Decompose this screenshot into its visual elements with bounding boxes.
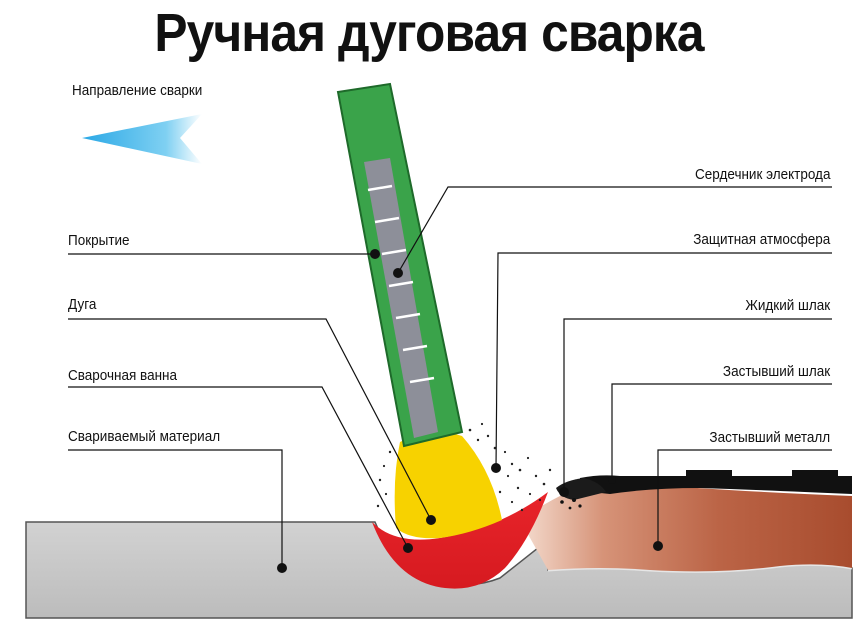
welding-arc xyxy=(394,432,502,539)
leader-lines xyxy=(68,186,832,568)
label-base-material: Свариваемый материал xyxy=(68,428,221,445)
label-arc: Дуга xyxy=(68,296,97,313)
core-stripes xyxy=(367,184,435,384)
label-weld-pool: Сварочная ванна xyxy=(68,367,178,384)
diagram-title: Ручная дуговая сварка xyxy=(154,3,704,63)
solidified-slag xyxy=(578,470,852,494)
electrode-core xyxy=(364,158,438,438)
welding-direction-label: Направление сварки xyxy=(72,82,203,99)
label-solidified-metal: Застывший металл xyxy=(709,429,830,446)
welding-direction-arrow xyxy=(82,114,202,164)
weld-pool xyxy=(372,492,548,589)
electrode xyxy=(336,82,464,448)
label-solidified-slag: Застывший шлак xyxy=(722,363,830,380)
label-liquid-slag: Жидкий шлак xyxy=(745,297,830,314)
liquid-slag xyxy=(556,478,606,500)
shielding-atmosphere-particles xyxy=(376,422,552,512)
leader-dots xyxy=(277,249,663,573)
solidified-metal xyxy=(520,480,852,572)
label-shielding-atmosphere: Защитная атмосфера xyxy=(692,231,830,248)
label-coating: Покрытие xyxy=(68,232,130,249)
label-electrode-core: Сердечник электрода xyxy=(694,166,830,183)
